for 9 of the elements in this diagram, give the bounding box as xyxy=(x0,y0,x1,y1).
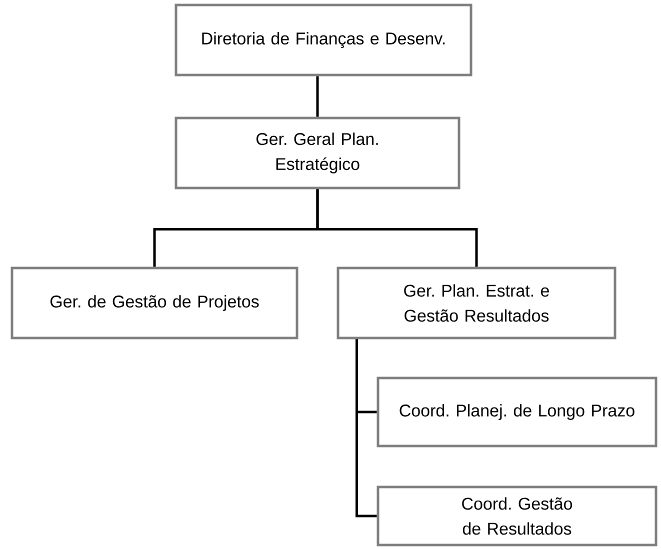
connector-line xyxy=(356,339,377,518)
org-box: Ger. Plan. Estrat. e Gestão Resultados xyxy=(336,266,616,340)
connector-line xyxy=(316,76,319,117)
org-box: Ger. de Gestão de Projetos xyxy=(10,266,298,340)
connector-line xyxy=(316,189,478,267)
org-box: Ger. Geral Plan. Estratégico xyxy=(174,116,460,190)
org-box: Diretoria de Finanças e Desenv. xyxy=(174,4,472,76)
org-box: Coord. Planej. de Longo Prazo xyxy=(376,376,658,448)
org-box: Coord. Gestão de Resultados xyxy=(376,486,658,546)
